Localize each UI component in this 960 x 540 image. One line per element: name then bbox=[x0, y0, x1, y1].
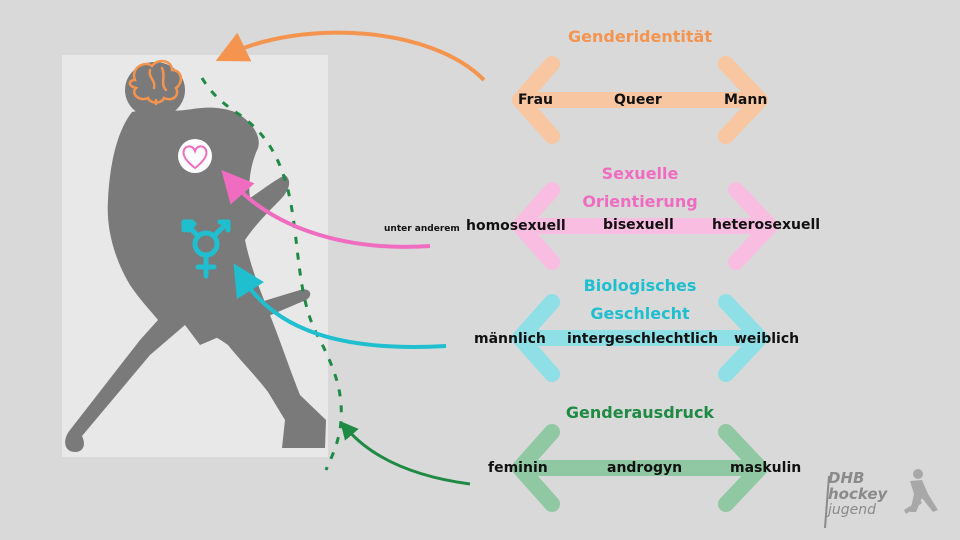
scale-arrow-gender-identity bbox=[512, 56, 768, 144]
title-sexual-orientation-line2: Orientierung bbox=[582, 192, 698, 211]
title-gender-expression: Genderausdruck bbox=[565, 403, 715, 422]
label-intergeschlechtlich: intergeschlechtlich bbox=[567, 331, 719, 347]
label-weiblich: weiblich bbox=[734, 331, 800, 347]
label-frau: Frau bbox=[518, 92, 553, 108]
connector-arrow-sexual-orientation bbox=[221, 170, 431, 249]
transgender-symbol-icon bbox=[181, 219, 231, 279]
label-queer: Queer bbox=[614, 92, 662, 108]
dhb-hockey-jugend-logo: DHB hockey jugend bbox=[828, 470, 887, 518]
logo-divider bbox=[824, 475, 830, 529]
hockey-player-silhouette bbox=[65, 62, 326, 452]
label-maennlich: männlich bbox=[474, 331, 546, 347]
logo-line2: hockey bbox=[828, 485, 888, 503]
label-bisexuell: bisexuell bbox=[603, 217, 674, 233]
scale-arrow-gender-expression bbox=[512, 424, 768, 512]
title-sexual-orientation-line1: Sexuelle bbox=[601, 164, 679, 183]
title-biological-sex: Biologisches Geschlecht bbox=[540, 272, 740, 328]
label-heterosexuell: heterosexuell bbox=[712, 217, 821, 233]
title-sexual-orientation: Sexuelle Orientierung bbox=[540, 160, 740, 216]
title-biological-sex-line2: Geschlecht bbox=[590, 304, 690, 323]
label-homosexuell: homosexuell bbox=[466, 218, 566, 234]
label-maskulin: maskulin bbox=[730, 460, 802, 476]
label-androgyn: androgyn bbox=[607, 460, 683, 476]
expression-dashed-outline bbox=[200, 77, 343, 471]
connector-arrow-gender-expression bbox=[340, 421, 471, 486]
label-mann: Mann bbox=[724, 92, 768, 108]
brain-icon bbox=[128, 59, 183, 106]
scale-arrow-biological-sex bbox=[512, 294, 768, 382]
hockey-player-logo-icon bbox=[904, 469, 938, 514]
title-biological-sex-line1: Biologisches bbox=[583, 276, 697, 295]
scale-arrow-sexual-orientation bbox=[512, 182, 778, 270]
label-feminin: feminin bbox=[488, 460, 548, 476]
logo-line3: jugend bbox=[828, 502, 877, 518]
label-unter-anderem: unter anderem bbox=[384, 224, 460, 234]
connector-arrow-gender-identity bbox=[215, 30, 486, 82]
connector-arrow-biological-sex bbox=[233, 263, 447, 349]
heart-icon bbox=[178, 139, 212, 173]
title-gender-identity: Genderidentität bbox=[568, 27, 712, 46]
logo-line1: DHB bbox=[828, 469, 865, 487]
